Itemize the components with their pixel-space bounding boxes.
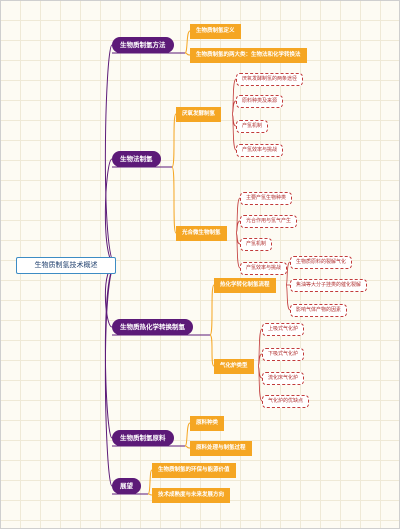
leaf-dark-mechanism[interactable]: 产氢机制 xyxy=(236,120,269,133)
subtopic-definition[interactable]: 生物质制氢定义 xyxy=(190,24,241,39)
subtopic-env-value[interactable]: 生物质制氢的环保与能源价值 xyxy=(152,463,236,478)
leaf-photo-efficiency[interactable]: 产氢效率与挑战 xyxy=(240,262,288,275)
subtopic-maturity[interactable]: 技术成熟度与未来发展方向 xyxy=(152,488,231,503)
leaf-dark-pathways[interactable]: 厌氧发酵制氢的两条途径 xyxy=(236,73,304,86)
leaf-tar-cracking[interactable]: 焦油等大分子挂类的催化裂解 xyxy=(290,279,368,292)
subtopic-photosynthetic[interactable]: 光合微生物制氢 xyxy=(176,226,227,241)
leaf-photo-photosynthesis[interactable]: 光合作用与氢气产生 xyxy=(240,215,298,228)
topic-method[interactable]: 生物质制氢方法 xyxy=(112,37,174,53)
topic-bio[interactable]: 生物法制氢 xyxy=(112,151,161,167)
topic-feedstock[interactable]: 生物质制氢原料 xyxy=(112,430,174,446)
leaf-updraft[interactable]: 上吸式气化炉 xyxy=(262,323,305,336)
leaf-dark-feedstock[interactable]: 原料种类及来源 xyxy=(236,95,284,108)
root-node[interactable]: 生物质制氢技术概述 xyxy=(16,257,116,274)
topic-thermo[interactable]: 生物质热化学转换制氢 xyxy=(112,319,193,335)
subtopic-two-categories[interactable]: 生物质制氢的两大类：生物法和化学转换法 xyxy=(190,48,307,63)
leaf-fluidized-bed[interactable]: 流化床气化炉 xyxy=(262,372,305,385)
leaf-downdraft[interactable]: 下吸式气化炉 xyxy=(262,348,305,361)
leaf-pros-cons[interactable]: 气化炉的优缺点 xyxy=(262,395,310,408)
subtopic-thermochemical-process[interactable]: 热化学转化制氢流程 xyxy=(214,278,276,293)
leaf-dark-efficiency[interactable]: 产氢效率与挑战 xyxy=(236,144,284,157)
subtopic-dark-fermentation[interactable]: 厌氧发酵制氢 xyxy=(176,107,222,122)
topic-outlook[interactable]: 展望 xyxy=(112,478,141,494)
leaf-photo-mechanism[interactable]: 产氢机制 xyxy=(240,238,273,251)
leaf-pyrolysis-gasification[interactable]: 生物质原料的裂解气化 xyxy=(290,256,353,269)
leaf-photo-organisms[interactable]: 主要产氢生物种类 xyxy=(240,192,293,205)
leaf-gas-factors[interactable]: 影响气体产物的因素 xyxy=(290,304,348,317)
subtopic-feedstock-types[interactable]: 原料种类 xyxy=(190,416,225,431)
subtopic-feedstock-processing[interactable]: 原料处理与制氢过程 xyxy=(190,441,252,456)
subtopic-gasifier-types[interactable]: 气化炉类型 xyxy=(214,359,254,374)
